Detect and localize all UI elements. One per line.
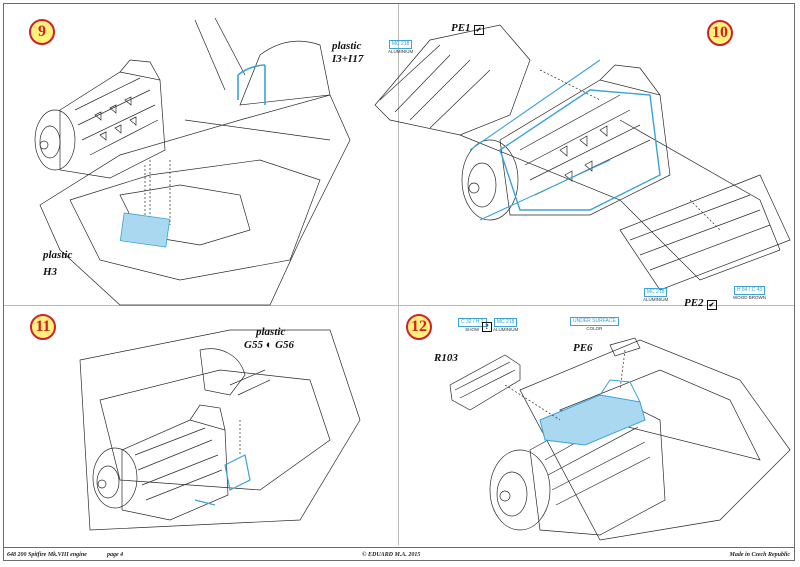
step-9-plastic-h3-label: plastic H3 <box>43 249 73 278</box>
panel-divider-vertical <box>398 4 399 545</box>
footer-kit-name: 648 200 Spitfire Mk.VIII engine <box>7 552 87 558</box>
step-9-plastic-label: plastic I3+I17 <box>332 40 364 65</box>
page-footer: 648 200 Spitfire Mk.VIII engine page 4 ©… <box>4 547 794 561</box>
step-number-11: 11 <box>30 314 56 340</box>
page-frame <box>3 3 795 561</box>
check-icon: ✔ <box>706 300 717 310</box>
step-11-drawing <box>79 329 361 531</box>
step-number-9: 9 <box>29 19 55 45</box>
step-12-pe6-label: PE6 <box>573 342 593 354</box>
footer-page-number: page 4 <box>107 552 124 558</box>
step-12-r103-label: R103 <box>434 352 458 364</box>
paint-callout-aluminium: MC 218 ALUMINIUM <box>388 40 414 54</box>
footer-origin: Made in Czech Republic <box>729 552 790 558</box>
step-10-drawing <box>374 24 791 291</box>
step-12-drawing <box>449 337 791 541</box>
step-9-drawing <box>34 17 351 306</box>
paint-callout-under-surface: UNDER SURFACE COLOR <box>570 317 619 332</box>
question-icon: ? <box>482 322 492 332</box>
step-number-12: 12 <box>406 314 432 340</box>
paint-callout-aluminium: MC 218 ALUMINIUM <box>493 318 519 332</box>
panel-divider-horizontal <box>4 305 794 306</box>
step-10-pe1-label: PE1✔ <box>451 22 484 35</box>
step-10-pe2-label: PE2✔ <box>684 297 717 310</box>
check-icon: ✔ <box>473 25 484 35</box>
step-number-10: 10 <box>707 20 733 46</box>
optional-part-label: ? <box>479 319 492 332</box>
step-11-plastic-label: plastic G55 ◐ G56 <box>244 326 295 351</box>
footer-copyright: © EDUARD M.A. 2015 <box>362 552 421 558</box>
choice-icon: ◐ <box>265 338 273 351</box>
paint-callout-wood-brown: H 84 / C 43 WOOD BROWN <box>733 286 766 300</box>
paint-callout-aluminium: MC 218 ALUMINIUM <box>643 288 669 302</box>
